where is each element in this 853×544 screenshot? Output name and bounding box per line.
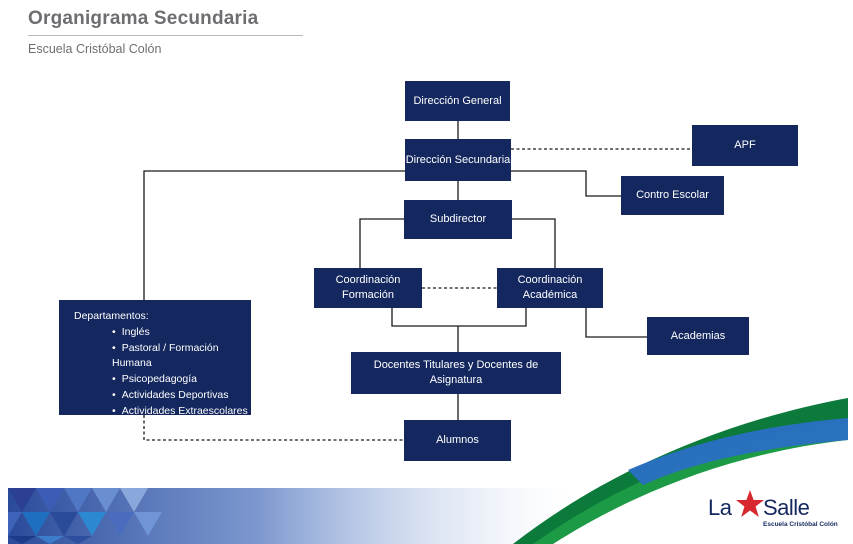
box-subdirector: Subdirector bbox=[404, 200, 512, 239]
label-coordinacion-academica: Coordinación Académica bbox=[518, 273, 583, 303]
label-coordinacion-formacion-line1: Coordinación bbox=[335, 274, 401, 287]
box-alumnos: Alumnos bbox=[404, 420, 511, 461]
label-academias: Academias bbox=[670, 329, 726, 342]
connector-secundaria-control bbox=[481, 170, 621, 197]
list-item: Psicopedagogía bbox=[112, 372, 251, 388]
label-apf: APF bbox=[734, 139, 756, 152]
box-coordinacion-academica: Coordinación Académica bbox=[497, 268, 603, 308]
logo-text-salle: Salle bbox=[763, 495, 810, 520]
slide: Organigrama Secundaria Escuela Cristóbal… bbox=[8, 0, 848, 544]
label-coordinacion-academica-line2: Académica bbox=[522, 289, 578, 301]
la-salle-logo: La Salle Escuela Cristóbal Colón bbox=[708, 490, 848, 533]
box-coordinacion-formacion: Coordinación Formación bbox=[314, 268, 422, 308]
logo-school-name: Escuela Cristóbal Colón bbox=[763, 521, 838, 528]
page-subtitle: Escuela Cristóbal Colón bbox=[28, 42, 162, 56]
label-direccion-secundaria: Dirección Secundaria bbox=[405, 153, 511, 166]
box-control-escolar: Contro Escolar bbox=[621, 176, 724, 215]
triangle-pattern bbox=[8, 488, 568, 544]
title-divider bbox=[28, 35, 303, 36]
box-direccion-secundaria: Dirección Secundaria bbox=[405, 139, 511, 181]
departamentos-heading: Departamentos: bbox=[74, 310, 149, 322]
box-apf: APF bbox=[692, 125, 798, 166]
footer-decoration bbox=[8, 398, 848, 544]
list-item: Pastoral / Formación Humana bbox=[112, 341, 251, 373]
label-coordinacion-formacion: Coordinación Formación bbox=[336, 273, 401, 303]
connector-secundaria-departamentos bbox=[143, 170, 406, 300]
list-item: Inglés bbox=[112, 325, 251, 341]
connector-departamentos-alumnos bbox=[143, 415, 404, 441]
label-alumnos: Alumnos bbox=[436, 434, 479, 447]
box-direccion-general: Dirección General bbox=[405, 81, 510, 121]
label-control-escolar: Contro Escolar bbox=[636, 189, 709, 202]
connector-subdirector-coordinaciones bbox=[359, 218, 404, 268]
label-docentes: Docentes Titulares y Docentes de Asignat… bbox=[373, 359, 539, 386]
logo-text-la: La bbox=[708, 495, 732, 520]
connector-lines bbox=[143, 121, 692, 441]
label-coordinacion-academica-line1: Coordinación bbox=[517, 274, 583, 287]
departamentos-content: Departamentos: Inglés Pastoral / Formaci… bbox=[74, 309, 251, 419]
page-title: Organigrama Secundaria bbox=[28, 8, 259, 29]
label-direccion-general: Dirección General bbox=[413, 94, 502, 107]
swoosh-graphic bbox=[513, 398, 848, 544]
label-subdirector: Subdirector bbox=[429, 213, 487, 226]
box-departamentos: Departamentos: Inglés Pastoral / Formaci… bbox=[59, 300, 251, 417]
connector-subdirector-academica bbox=[512, 218, 556, 268]
box-docentes: Docentes Titulares y Docentes de Asignat… bbox=[351, 352, 561, 394]
list-item: Actividades Extraescolares bbox=[112, 404, 251, 420]
connector-academica-academias bbox=[585, 308, 647, 338]
label-coordinacion-formacion-line2: Formación bbox=[342, 289, 394, 301]
star-icon bbox=[736, 490, 764, 517]
departamentos-list: Inglés Pastoral / Formación Humana Psico… bbox=[74, 325, 251, 420]
connector-coordinaciones-docentes bbox=[391, 308, 527, 327]
list-item: Actividades Deportivas bbox=[112, 388, 251, 404]
box-academias: Academias bbox=[647, 317, 749, 355]
